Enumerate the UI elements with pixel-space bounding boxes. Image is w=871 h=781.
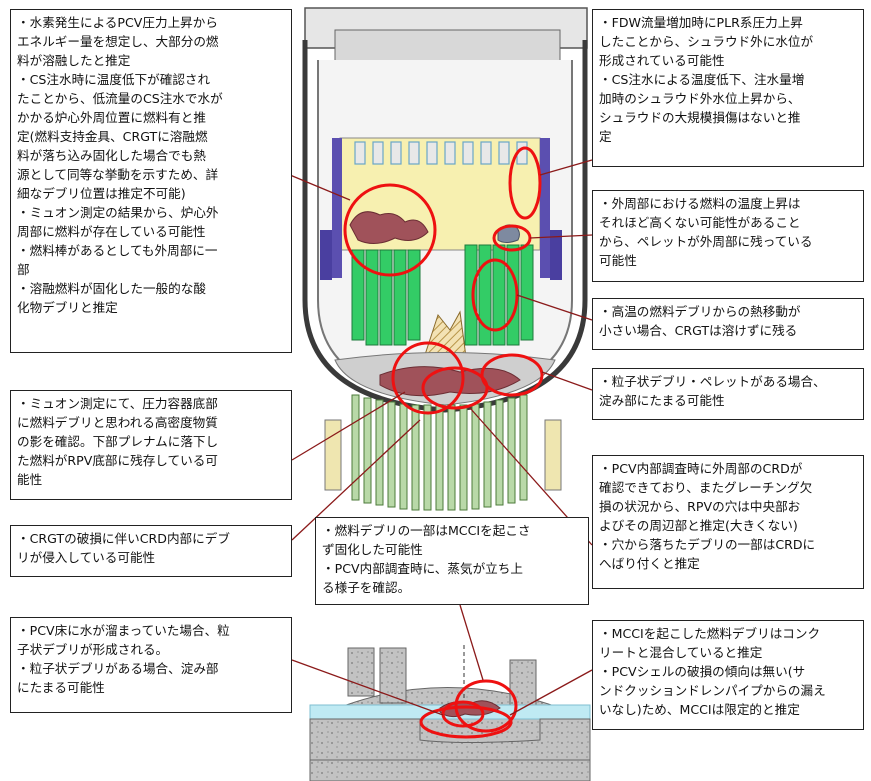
annotation-line: それほど高くない可能性があること bbox=[599, 215, 801, 230]
annotation-line: 加時のシュラウド外水位上昇から、 bbox=[599, 91, 801, 106]
annotation-left-crgt: ・CRGTの破損に伴いCRD内部にデブ リが侵入している可能性 bbox=[10, 525, 292, 577]
annotation-line: よびその周辺部と推定(大きくない) bbox=[599, 518, 798, 533]
annotation-line: たことから、低流量のCS注水で水が bbox=[17, 91, 223, 106]
annotation-right-particle: ・粒子状デブリ・ペレットがある場合、 淀み部にたまる可能性 bbox=[592, 368, 864, 420]
annotation-line: 形成されている可能性 bbox=[599, 53, 725, 68]
annotation-line: 化物デブリと推定 bbox=[17, 300, 118, 315]
annotation-line: ・CS注水時に温度低下が確認され bbox=[17, 72, 211, 87]
circle-lower-plenum bbox=[391, 341, 465, 415]
annotation-line: リートと混合していると推定 bbox=[599, 645, 763, 660]
annotation-right-crd: ・PCV内部調査時に外周部のCRDが 確認できており、またグレーチング欠 損の状… bbox=[592, 455, 864, 589]
annotation-line: 部 bbox=[17, 262, 30, 277]
annotation-right-periphery: ・外周部における燃料の温度上昇は それほど高くない可能性があること から、ペレッ… bbox=[592, 190, 864, 282]
annotation-line: に燃料デブリと思われる高密度物質 bbox=[17, 415, 218, 430]
annotation-line: ・溶融燃料が固化した一般的な酸 bbox=[17, 281, 206, 296]
annotation-line: 小さい場合、CRGTは溶けずに残る bbox=[599, 323, 798, 338]
annotation-line: 確認できており、またグレーチング欠 bbox=[599, 480, 813, 495]
annotation-line: ・外周部における燃料の温度上昇は bbox=[599, 196, 801, 211]
annotation-line: ・穴から落ちたデブリの一部はCRDに bbox=[599, 537, 816, 552]
annotation-line: ・ミュオン測定の結果から、炉心外 bbox=[17, 205, 219, 220]
annotation-line: ・ミュオン測定にて、圧力容器底部 bbox=[17, 396, 218, 411]
annotation-line: た燃料がRPV底部に残存している可 bbox=[17, 453, 218, 468]
circle-pcv-floor bbox=[419, 705, 513, 739]
annotation-line: 周部に燃料が存在している可能性 bbox=[17, 224, 206, 239]
annotation-line: 可能性 bbox=[599, 253, 637, 268]
circle-upper-left-debris bbox=[343, 183, 437, 277]
annotation-center-mcci: ・燃料デブリの一部はMCCIを起こさ ず固化した可能性 ・PCV内部調査時に、蒸… bbox=[315, 517, 589, 605]
annotation-right-crgt: ・高温の燃料デブリからの熱移動が 小さい場合、CRGTは溶けずに残る bbox=[592, 298, 864, 350]
annotation-line: 淀み部にたまる可能性 bbox=[599, 393, 725, 408]
annotation-bottom-right: ・MCCIを起こした燃料デブリはコンク リートと混合していると推定 ・PCVシェ… bbox=[592, 620, 864, 730]
reactor-pressure-vessel bbox=[302, 7, 588, 511]
circle-crd-hole bbox=[421, 366, 489, 410]
annotation-line: いなし)ため、MCCIは限定的と推定 bbox=[599, 702, 800, 717]
annotation-line: の影を確認。下部プレナムに落下し bbox=[17, 434, 219, 449]
annotation-line: ・水素発生によるPCV圧力上昇から bbox=[17, 15, 218, 30]
annotation-line: 料が溶融したと推定 bbox=[17, 53, 131, 68]
annotation-line: エネルギー量を想定し、大部分の燃 bbox=[17, 34, 219, 49]
annotation-line: ・PCVシェルの破損の傾向は無い(サ bbox=[599, 664, 806, 679]
annotation-line: ・粒子状デブリ・ペレットがある場合、 bbox=[599, 374, 826, 389]
annotation-line: ・PCV内部調査時に、蒸気が立ち上 bbox=[322, 561, 523, 576]
annotation-line: リが侵入している可能性 bbox=[17, 550, 156, 565]
pcv-floor bbox=[309, 645, 591, 781]
annotation-line: ・CS注水による温度低下、注水量増 bbox=[599, 72, 805, 87]
annotation-line: したことから、シュラウド外に水位が bbox=[599, 34, 814, 49]
annotation-line: ンドクッションドレンパイプからの漏え bbox=[599, 683, 826, 698]
annotation-line: る様子を確認。 bbox=[322, 580, 411, 595]
annotation-line: にたまる可能性 bbox=[17, 680, 105, 695]
annotation-left-muon: ・ミュオン測定にて、圧力容器底部 に燃料デブリと思われる高密度物質 の影を確認。… bbox=[10, 390, 292, 500]
annotation-line: ・PCV内部調査時に外周部のCRDが bbox=[599, 461, 803, 476]
annotation-line: ・PCV床に水が溜まっていた場合、粒 bbox=[17, 623, 230, 638]
annotation-line: 料が落ち込み固化した場合でも熱 bbox=[17, 148, 206, 163]
annotation-line: 損の状況から、RPVの穴は中央部お bbox=[599, 499, 801, 514]
annotation-line: へばり付くと推定 bbox=[599, 556, 700, 571]
annotation-line: 源として同等な挙動を示すため、詳 bbox=[17, 167, 219, 182]
annotation-line: 子状デブリが形成される。 bbox=[17, 642, 169, 657]
annotation-line: から、ペレットが外周部に残っている bbox=[599, 234, 813, 249]
annotation-line: 定 bbox=[599, 129, 612, 144]
annotation-line: ・MCCIを起こした燃料デブリはコンク bbox=[599, 626, 821, 641]
annotation-line: ・燃料棒があるとしても外周部に一 bbox=[17, 243, 218, 258]
annotation-line: ・FDW流量増加時にPLR系圧力上昇 bbox=[599, 15, 803, 30]
annotation-line: ・粒子状デブリがある場合、淀み部 bbox=[17, 661, 219, 676]
circle-pcv-left bbox=[441, 700, 485, 728]
annotation-line: 定(燃料支持金具、CRGTに溶融燃 bbox=[17, 129, 208, 144]
circle-shroud-outside bbox=[508, 146, 542, 220]
annotation-bottom-left: ・PCV床に水が溜まっていた場合、粒 子状デブリが形成される。 ・粒子状デブリが… bbox=[10, 617, 292, 713]
annotation-line: シュラウドの大規模損傷はないと推 bbox=[599, 110, 801, 125]
annotation-line: ・燃料デブリの一部はMCCIを起こさ bbox=[322, 523, 531, 538]
annotation-top-left: ・水素発生によるPCV圧力上昇から エネルギー量を想定し、大部分の燃 料が溶融し… bbox=[10, 9, 292, 353]
annotation-line: ・CRGTの破損に伴いCRD内部にデブ bbox=[17, 531, 230, 546]
annotation-top-right: ・FDW流量増加時にPLR系圧力上昇 したことから、シュラウド外に水位が 形成さ… bbox=[592, 9, 864, 167]
annotation-line: 能性 bbox=[17, 472, 43, 487]
annotation-line: ず固化した可能性 bbox=[322, 542, 423, 557]
circle-stagnant bbox=[480, 353, 544, 397]
annotation-line: ・高温の燃料デブリからの熱移動が bbox=[599, 304, 801, 319]
annotation-line: かかる炉心外周位置に燃料有と推 bbox=[17, 110, 206, 125]
annotation-line: 細なデブリ位置は推定不可能) bbox=[17, 186, 186, 201]
